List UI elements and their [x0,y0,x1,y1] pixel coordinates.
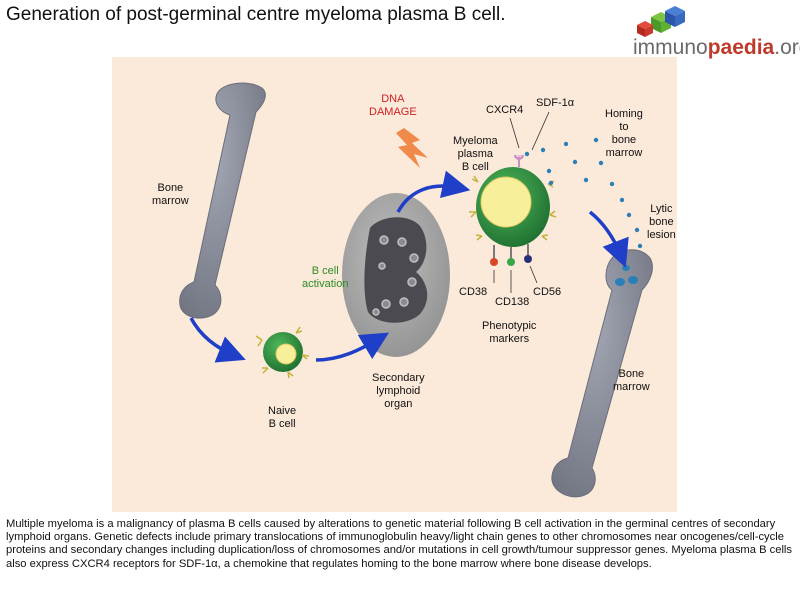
logo-text: immunopaedia.org [633,36,800,59]
lesion-dot [628,276,638,284]
label-cd38: CD38 [459,286,488,298]
logo-cubes-icon [637,6,685,37]
secondary-lymphoid-organ [342,193,450,357]
lightning-icon [396,128,428,168]
caption-text: Multiple myeloma is a malignancy of plas… [6,518,793,570]
label-cxcr4: CXCR4 [486,104,524,116]
cd38-marker [490,258,498,266]
naive-b-cell [255,326,310,379]
label-sdf1a: SDF-1α [536,97,575,109]
sdf1a-dots [524,137,643,249]
label-cd56: CD56 [533,286,562,298]
cd56-marker [524,255,532,263]
cxcr4-receptor [514,154,524,167]
lesion-dot [615,278,625,286]
myeloma-plasma-b-cell [469,154,557,266]
process-arrows [189,170,629,363]
bone-left [179,82,266,319]
cd138-marker [507,258,515,266]
immunopaedia-logo[interactable]: immunopaedia.org [623,3,800,65]
pointer-lines [493,111,550,293]
page-title: Generation of post-germinal centre myelo… [6,4,506,25]
lesion-dot [622,265,630,271]
label-cd138: CD138 [495,296,530,308]
